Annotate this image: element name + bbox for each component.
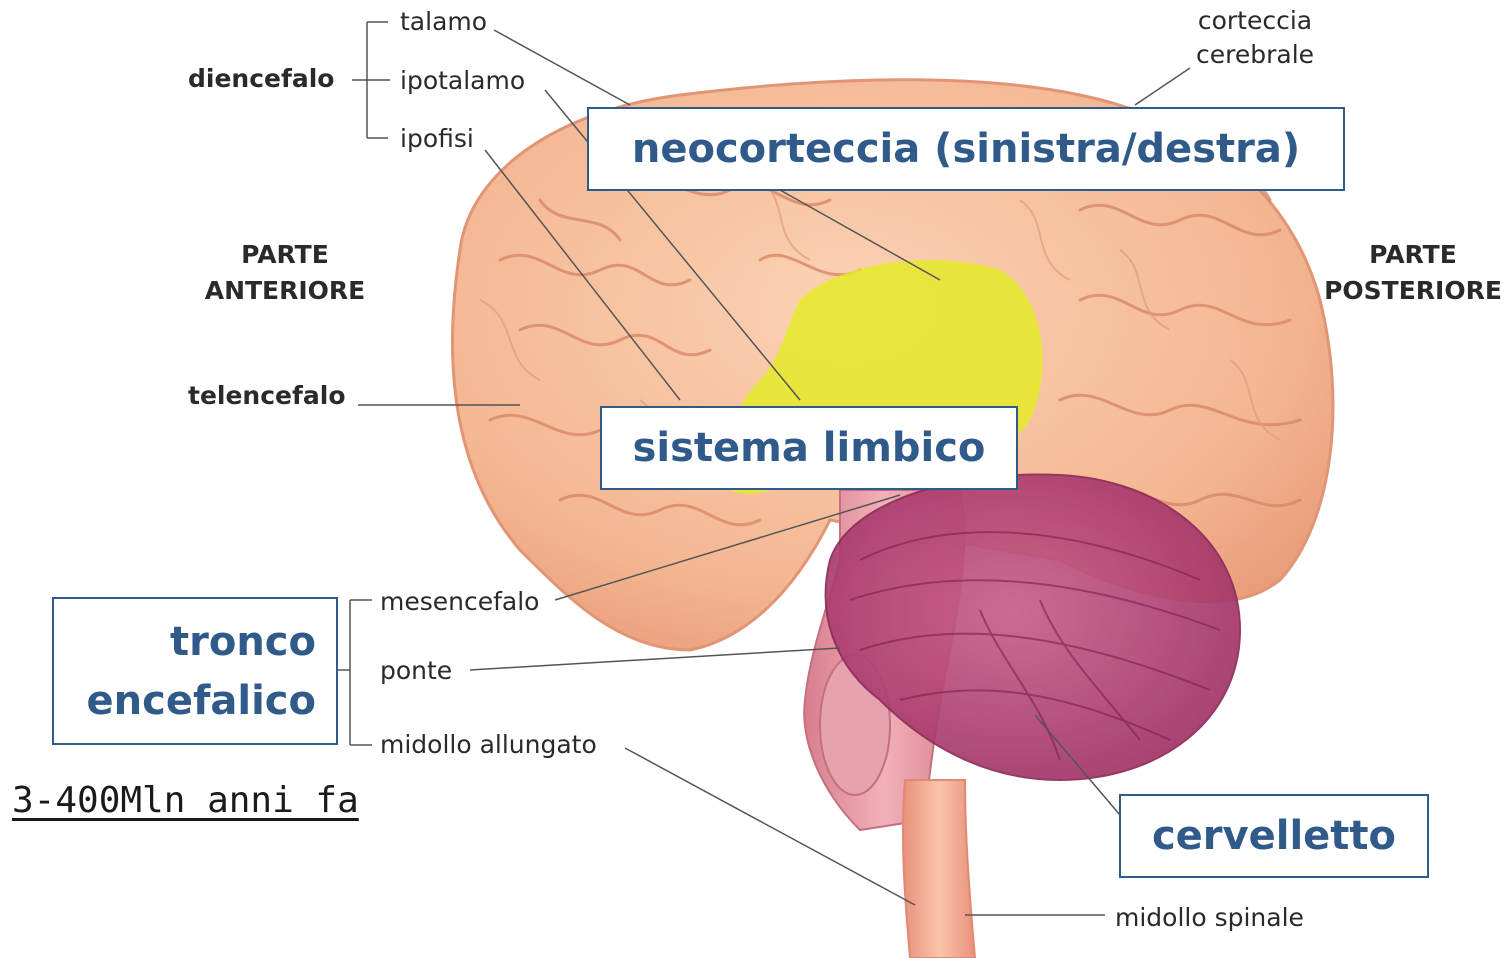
- label-ipofisi: ipofisi: [400, 124, 474, 153]
- label-corteccia-line1: corteccia: [1197, 6, 1313, 35]
- label-parte-posteriore-line1: PARTE: [1369, 240, 1457, 269]
- label-telencefalo: telencefalo: [188, 381, 346, 410]
- cerebellum-folia: [849, 531, 1221, 761]
- label-midollo-spinale: midollo spinale: [1115, 903, 1304, 932]
- leader-lines: [338, 21, 1191, 916]
- box-tronco-line2: encefalico: [86, 678, 316, 724]
- label-parte-anteriore-line2: ANTERIORE: [204, 276, 366, 305]
- box-tronco-line1: tronco: [170, 619, 316, 665]
- label-parte-anteriore-line1: PARTE: [241, 240, 329, 269]
- label-mesencefalo: mesencefalo: [380, 587, 540, 616]
- label-midollo-allungato: midollo allungato: [380, 730, 597, 759]
- note-timeframe: 3-400Mln anni fa: [12, 780, 359, 821]
- label-corteccia-line2: cerebrale: [1195, 40, 1315, 69]
- label-ponte: ponte: [380, 656, 453, 685]
- box-sistema-limbico: sistema limbico: [600, 406, 1018, 490]
- spinal-cord-shape: [901, 779, 977, 958]
- box-cervelletto: cervelletto: [1119, 794, 1429, 878]
- label-diencefalo: diencefalo: [188, 64, 335, 93]
- label-talamo: talamo: [400, 7, 488, 36]
- box-tronco-encefalico: tronco encefalico: [52, 597, 338, 745]
- label-ipotalamo: ipotalamo: [400, 66, 526, 95]
- label-parte-posteriore-line2: POSTERIORE: [1324, 276, 1502, 305]
- box-neocorteccia: neocorteccia (sinistra/destra): [587, 107, 1345, 191]
